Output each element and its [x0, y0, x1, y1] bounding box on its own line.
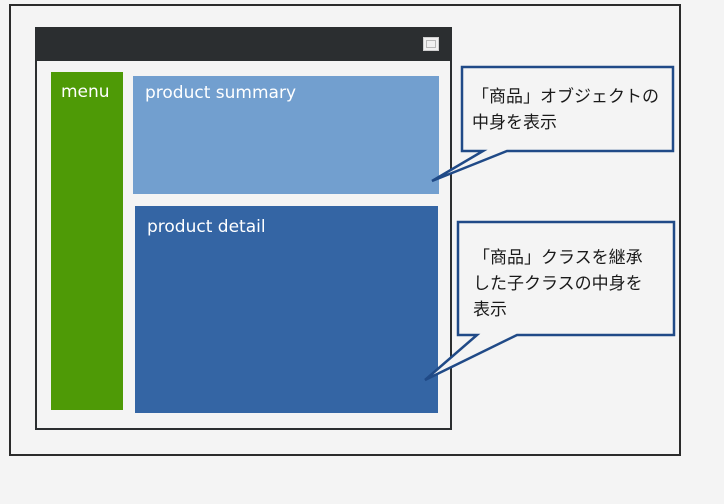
menu-label: menu: [61, 82, 110, 102]
summary-callout-text: 「商品」オブジェクトの 中身を表示: [472, 87, 659, 133]
window-titlebar: [37, 29, 450, 61]
product-detail-label: product detail: [147, 217, 266, 237]
detail-callout-text: 「商品」クラスを継承 した子クラスの中身を 表示: [473, 248, 643, 320]
product-detail-panel: product detail: [135, 206, 438, 413]
summary-callout-bubble: [431, 65, 675, 183]
product-summary-panel: product summary: [133, 76, 439, 194]
menu-panel: menu: [51, 72, 123, 410]
maximize-icon[interactable]: [423, 37, 439, 51]
detail-callout-bubble: [424, 220, 676, 382]
product-summary-label: product summary: [145, 83, 297, 103]
app-window: menu product summary product detail: [35, 27, 452, 430]
